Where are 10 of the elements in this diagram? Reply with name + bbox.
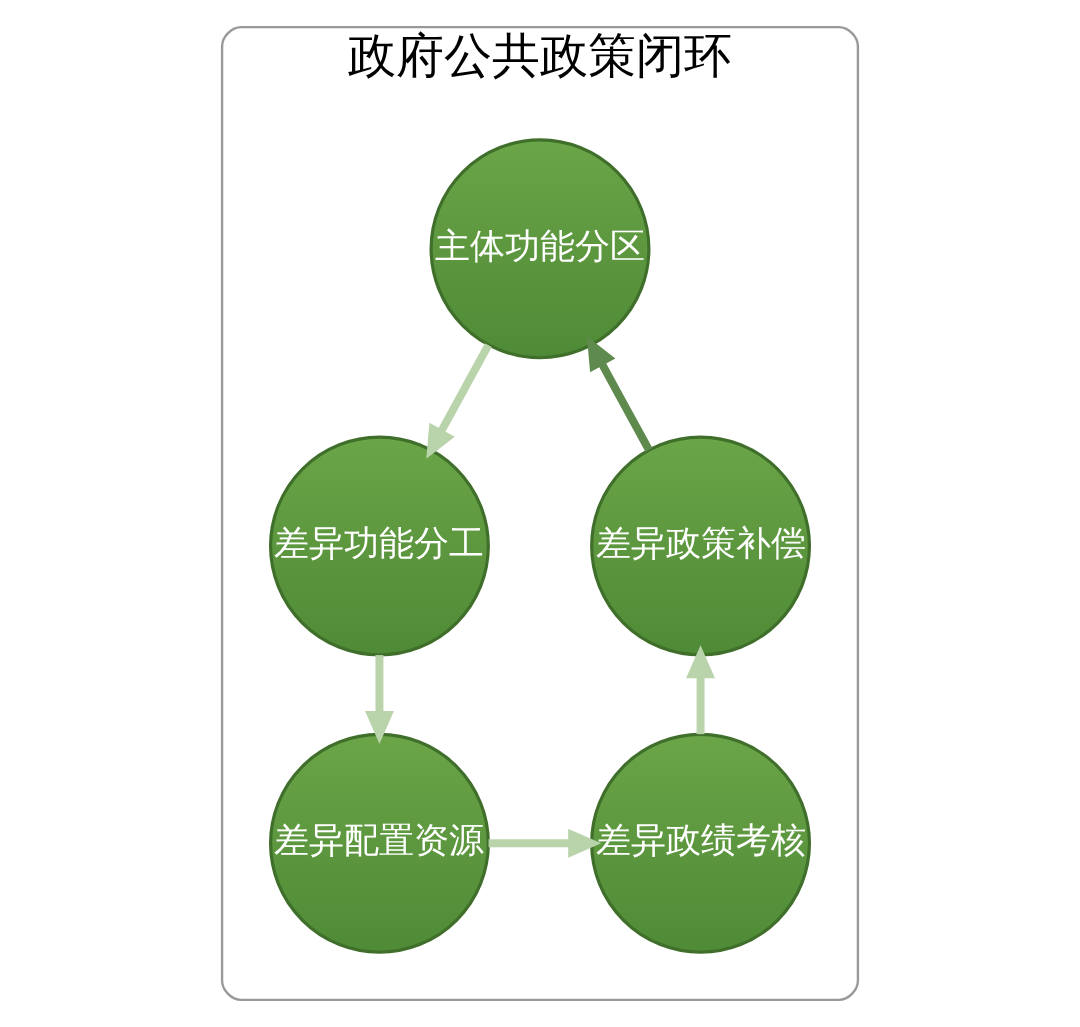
arrow <box>686 645 715 735</box>
arrow <box>488 828 602 858</box>
node-circle: 差异配置资源 <box>268 732 490 954</box>
node-circle: 差异功能分工 <box>268 435 490 657</box>
node-circle: 主体功能分区 <box>429 138 651 360</box>
arrow <box>365 655 394 745</box>
node-circle: 差异政绩考核 <box>590 732 812 954</box>
arrow <box>426 343 492 459</box>
node-circle: 差异政策补偿 <box>590 435 812 657</box>
arrow <box>586 336 653 452</box>
